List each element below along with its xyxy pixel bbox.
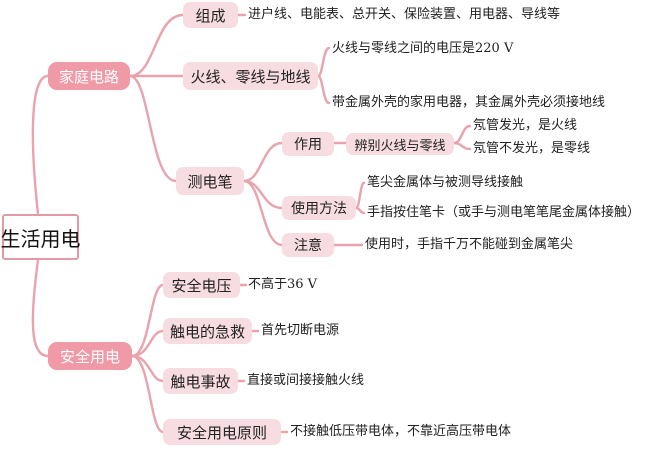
pen-glow-detail: 氖管发光，是火线 bbox=[473, 118, 578, 133]
link-purpose-noglow bbox=[452, 141, 472, 151]
accidents-node[interactable]: 触电事故 bbox=[163, 368, 238, 394]
link-pen-caution bbox=[242, 179, 284, 247]
link-root-household bbox=[31, 74, 50, 216]
first-aid-detail: 首先切断电源 bbox=[261, 323, 340, 338]
link-root-safety bbox=[31, 258, 50, 358]
link-wires-voltage bbox=[316, 46, 331, 78]
link-pen-function bbox=[242, 141, 284, 183]
link-safety-principles bbox=[130, 354, 165, 434]
composition-detail: 进户线、电能表、总开关、保险装置、用电器、导线等 bbox=[248, 7, 561, 22]
pen-function-node[interactable]: 作用 bbox=[282, 132, 334, 156]
link-safety-firstaid bbox=[130, 329, 165, 358]
wires-node[interactable]: 火线、零线与地线 bbox=[183, 62, 318, 90]
wires-grounding-detail: 带金属外壳的家用电器，其金属外壳必须接地线 bbox=[332, 95, 606, 110]
first-aid-node[interactable]: 触电的急救 bbox=[163, 318, 252, 344]
principles-detail: 不接触低压带电体，不靠近高压带电体 bbox=[290, 424, 512, 439]
pen-usage-step2: 手指按住笔卡（或手与测电笔笔尾金属体接触） bbox=[367, 205, 641, 220]
link-household-pen bbox=[128, 74, 178, 183]
root-node[interactable]: 生活用电 bbox=[1, 214, 81, 260]
link-safety-voltage bbox=[130, 283, 165, 358]
wires-voltage-detail: 火线与零线之间的电压是220 V bbox=[332, 41, 514, 56]
safe-voltage-node[interactable]: 安全电压 bbox=[163, 272, 240, 298]
composition-node[interactable]: 组成 bbox=[183, 2, 238, 28]
accidents-detail: 直接或间接接触火线 bbox=[247, 373, 365, 388]
link-household-composition bbox=[128, 13, 185, 78]
link-wires-grounding bbox=[316, 74, 331, 105]
link-purpose-glow bbox=[452, 124, 472, 145]
test-pen-node[interactable]: 测电笔 bbox=[176, 167, 244, 195]
household-circuit-node[interactable]: 家庭电路 bbox=[48, 62, 130, 90]
principles-node[interactable]: 安全用电原则 bbox=[163, 419, 281, 445]
pen-noglow-detail: 氖管不发光，是零线 bbox=[473, 141, 591, 156]
pen-purpose-node[interactable]: 辨别火线与零线 bbox=[346, 133, 454, 155]
pen-caution-detail: 使用时，手指千万不能碰到金属笔尖 bbox=[365, 237, 574, 252]
safe-voltage-detail: 不高于36 V bbox=[248, 277, 318, 292]
link-usage-step2 bbox=[354, 206, 366, 215]
link-usage-step1 bbox=[354, 181, 366, 210]
pen-caution-node[interactable]: 注意 bbox=[282, 233, 334, 257]
pen-usage-step1: 笔尖金属体与被测导线接触 bbox=[367, 175, 524, 190]
link-safety-accidents bbox=[130, 354, 165, 383]
safe-electricity-node[interactable]: 安全用电 bbox=[48, 342, 132, 370]
pen-usage-node[interactable]: 使用方法 bbox=[282, 196, 356, 220]
